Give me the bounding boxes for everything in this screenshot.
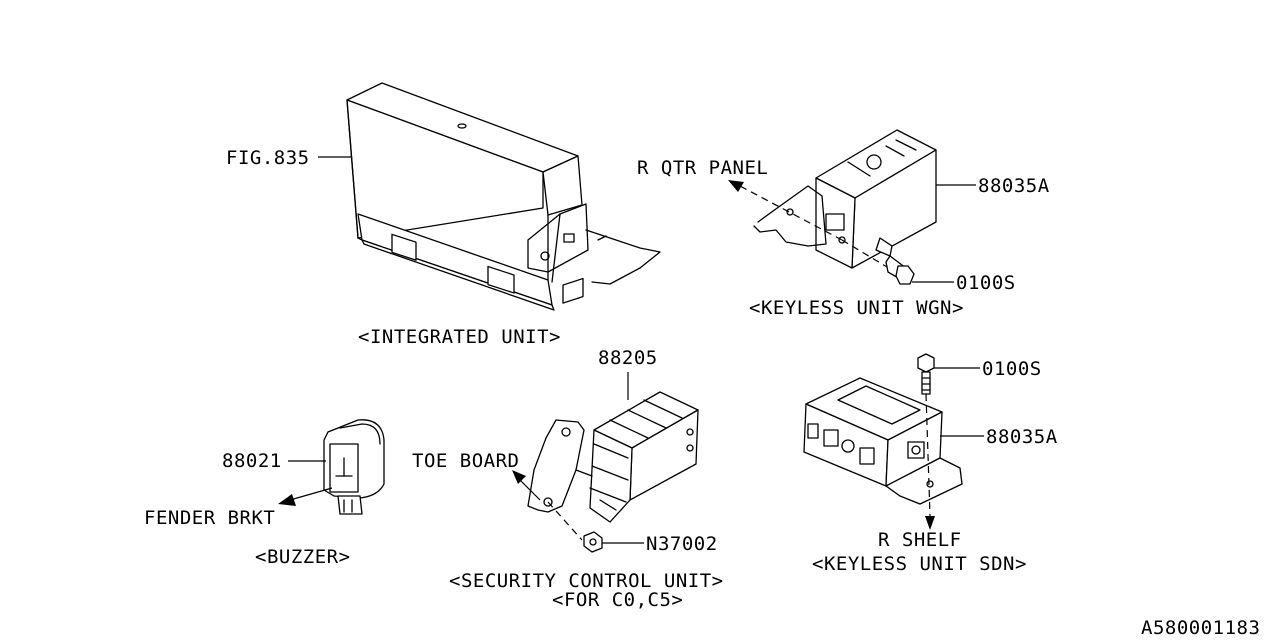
wgn-bolt-axis [841, 239, 893, 271]
fender-brkt-label: FENDER BRKT [144, 507, 275, 529]
r-qtr-panel-dash [739, 185, 843, 241]
buzzer-part-label: 88021 [222, 450, 282, 472]
r-shelf-label: R SHELF [878, 529, 962, 551]
toe-board-arrow [512, 470, 526, 484]
security-nut-drawing [583, 531, 603, 553]
security-part-label: 88205 [598, 347, 658, 369]
sdn-bolt-axis [925, 393, 931, 517]
keyless-wgn-bolt-label: 0100S [956, 272, 1016, 294]
keyless-sdn-bolt-drawing [917, 353, 935, 395]
toe-board-label: TOE BOARD [412, 450, 519, 472]
fender-brkt-arrow [278, 494, 296, 506]
security-nut-axis [547, 501, 583, 541]
buzzer-title: <BUZZER> [255, 546, 351, 568]
r-shelf-arrow [925, 516, 935, 530]
keyless-sdn-part-label: 88035A [986, 426, 1058, 448]
keyless-wgn-part-label: 88035A [978, 175, 1050, 197]
integrated-unit-drawing [346, 82, 661, 311]
diagram-code: A580001183 [1141, 617, 1260, 639]
fig-ref-label: FIG.835 [226, 147, 310, 169]
keyless-unit-wgn-title: <KEYLESS UNIT WGN> [749, 297, 964, 319]
security-nut-label: N37002 [646, 533, 718, 555]
security-variant-label: <FOR C0,C5> [552, 589, 683, 611]
integrated-unit-title: <INTEGRATED UNIT> [358, 326, 561, 348]
security-control-unit-title: <SECURITY CONTROL UNIT> [449, 570, 724, 592]
toe-board-leader [519, 479, 541, 501]
r-qtr-panel-label: R QTR PANEL [637, 157, 768, 179]
keyless-wgn-bolt-drawing [875, 237, 915, 285]
keyless-sdn-bolt-label: 0100S [982, 358, 1042, 380]
buzzer-drawing [323, 419, 385, 515]
keyless-unit-wgn-drawing [753, 129, 937, 269]
r-qtr-panel-arrow [728, 180, 744, 192]
keyless-unit-sdn-drawing [803, 377, 963, 505]
fender-brkt-leader [289, 487, 333, 501]
keyless-unit-sdn-title: <KEYLESS UNIT SDN> [812, 553, 1027, 575]
security-control-unit-drawing [527, 391, 699, 523]
